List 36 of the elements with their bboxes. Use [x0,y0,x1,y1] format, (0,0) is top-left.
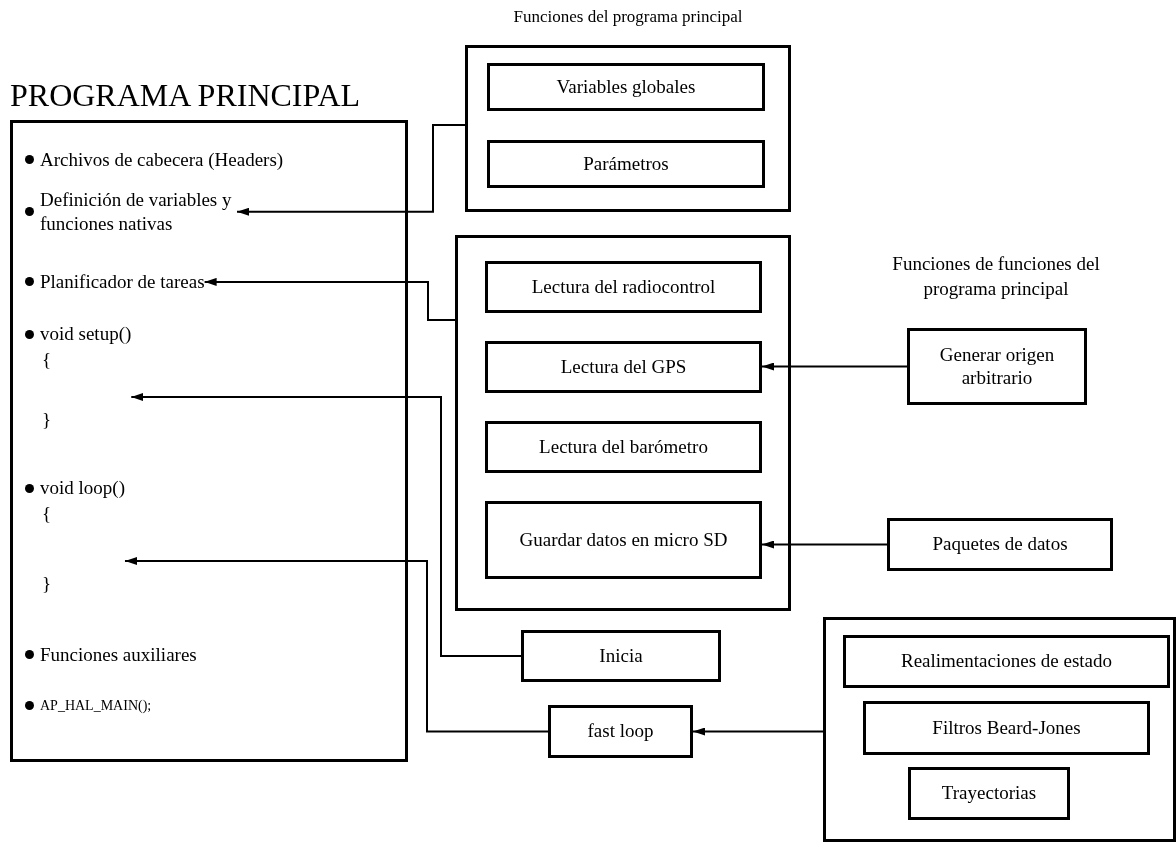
list-item-text: AP_HAL_MAIN(); [40,697,152,715]
list-item-text: Planificador de tareas [40,270,205,294]
function-box: Guardar datos en micro SD [485,501,762,579]
panel-heading: PROGRAMA PRINCIPAL [10,78,362,114]
function-box: Filtros Beard-Jones [863,701,1150,755]
group-frame [455,235,791,611]
panel-heading: Funciones del programa principal [512,8,744,27]
connector-arrow [130,393,522,657]
function-box: Variables globales [487,63,765,111]
connector-arrow [761,540,888,549]
group-frame [823,617,1176,842]
connector-arrow [692,727,824,736]
list-item-text: Archivos de cabecera (Headers) [40,148,284,172]
function-box: Lectura del radiocontrol [485,261,762,313]
function-box: Parámetros [487,140,765,188]
code-brace: } [42,571,52,596]
list-item-text: void loop() [40,476,125,500]
function-box: Realimentaciones de estado [843,635,1170,688]
function-box: Lectura del barómetro [485,421,762,473]
code-brace: { [42,501,52,526]
function-box: Lectura del GPS [485,341,762,393]
column-heading: Funciones de funciones del programa principal [891,252,1101,301]
list-item-text: Definición de variables y funciones nativas [40,188,233,236]
connector-arrow [123,557,549,733]
function-box: Generar origen arbitrario [907,328,1087,405]
code-brace: { [42,347,52,372]
connector-arrow [761,362,908,371]
list-item-text: Funciones auxiliares [40,643,197,667]
connector-arrow [236,124,466,216]
function-box: Paquetes de datos [887,518,1113,571]
function-box: Trayectorias [908,767,1070,820]
code-brace: } [42,407,52,432]
connector-arrow [203,277,456,321]
function-box: Inicia [521,630,721,682]
list-item-text: void setup() [40,322,132,346]
function-box: fast loop [548,705,693,758]
